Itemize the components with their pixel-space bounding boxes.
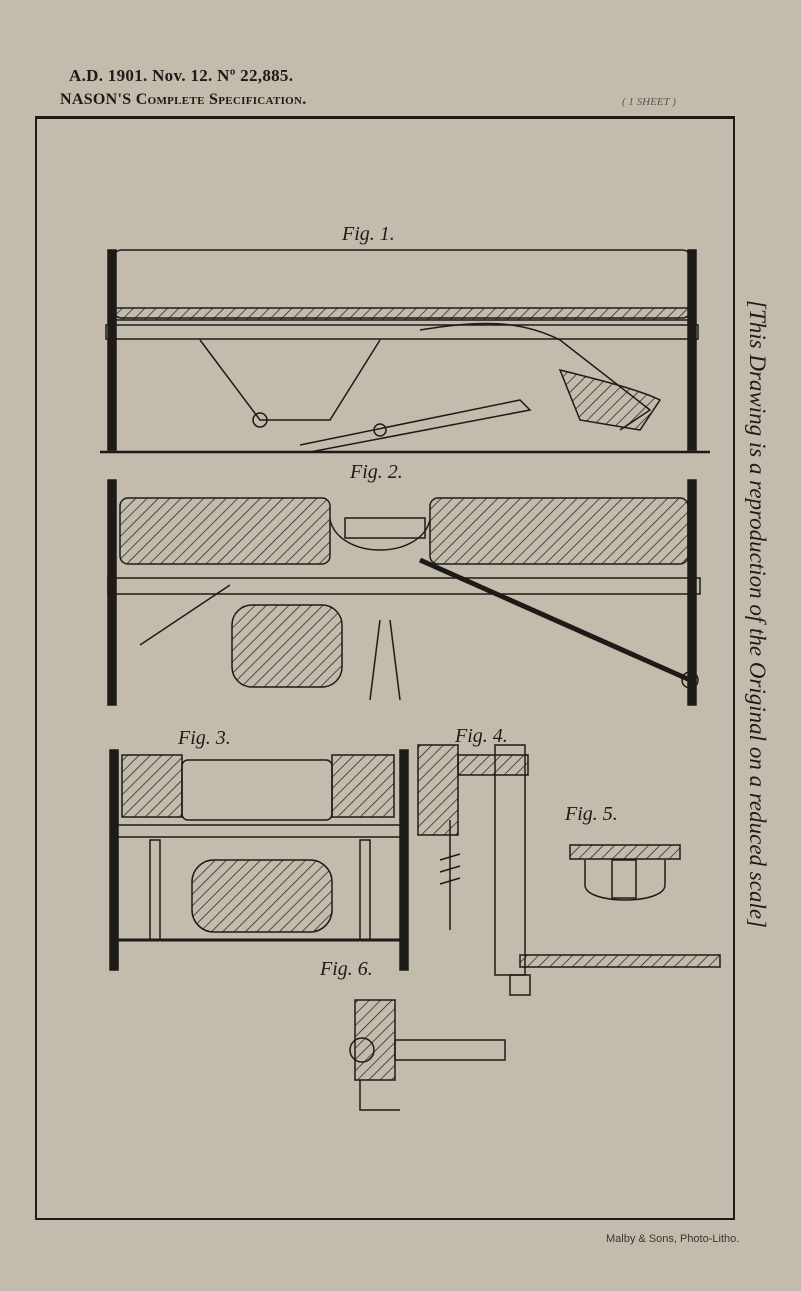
figure-2: Fig. 2. <box>107 461 701 706</box>
figure-4-label: Fig. 4. <box>454 725 508 747</box>
figure-3: Fig. 3. <box>109 727 409 971</box>
figure-4: Fig. 4. <box>417 725 721 996</box>
sheet-count: ( 1 SHEET ) <box>622 96 676 108</box>
lithographer-credit: Malby & Sons, Photo-Litho. <box>606 1233 740 1245</box>
specification-title: NASON'S Complete Specification. <box>60 91 307 108</box>
figure-6-label: Fig. 6. <box>319 958 373 980</box>
figure-3-label: Fig. 3. <box>177 727 231 749</box>
figure-5: Fig. 5. <box>564 803 681 901</box>
drawing-frame <box>35 116 735 1220</box>
patent-number-header: A.D. 1901. Nov. 12. Nº 22,885. <box>69 66 294 85</box>
figure-1-label: Fig. 1. <box>341 223 395 245</box>
figure-6: Fig. 6. <box>319 958 506 1111</box>
figure-2-label: Fig. 2. <box>349 461 403 483</box>
figure-1: Fig. 1. <box>100 223 710 454</box>
figure-5-label: Fig. 5. <box>564 803 618 825</box>
